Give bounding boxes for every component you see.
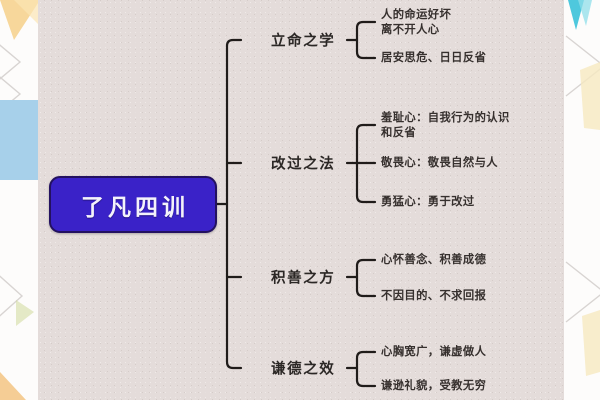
- leaf-label-3-2[interactable]: 不因目的、不求回报: [381, 289, 487, 302]
- branch-label-3[interactable]: 积善之方: [271, 270, 336, 287]
- branch-label-1[interactable]: 立命之学: [271, 33, 336, 50]
- trunk-bracket: [225, 38, 243, 370]
- root-node[interactable]: 了凡四训: [49, 176, 217, 233]
- leaf-label-3-1[interactable]: 心怀善念、积善成德: [381, 253, 487, 266]
- root-node-label: 了凡四训: [81, 193, 189, 220]
- leaf-label-4-1[interactable]: 心胸宽广，谦虚做人: [381, 345, 487, 358]
- leaf-label-1-1[interactable]: 人的命运好坏 离不开人心: [381, 9, 452, 36]
- leaf-label-2-3[interactable]: 勇猛心：勇于改过: [381, 195, 475, 208]
- leaf-label-4-2[interactable]: 谦逊礼貌，受教无穷: [381, 379, 487, 392]
- branch4-bracket: [355, 350, 377, 388]
- leaf-label-2-1[interactable]: 羞耻心：自我行为的认识 和反省: [381, 112, 510, 139]
- branch3-bracket: [355, 258, 377, 298]
- branch-label-4[interactable]: 谦德之效: [271, 361, 336, 378]
- leaf-label-1-2[interactable]: 居安思危、日日反省: [381, 51, 487, 64]
- branch-label-2[interactable]: 改过之法: [271, 156, 336, 173]
- leaf-label-2-2[interactable]: 敬畏心：敬畏自然与人: [381, 156, 498, 169]
- branch1-bracket: [355, 20, 377, 60]
